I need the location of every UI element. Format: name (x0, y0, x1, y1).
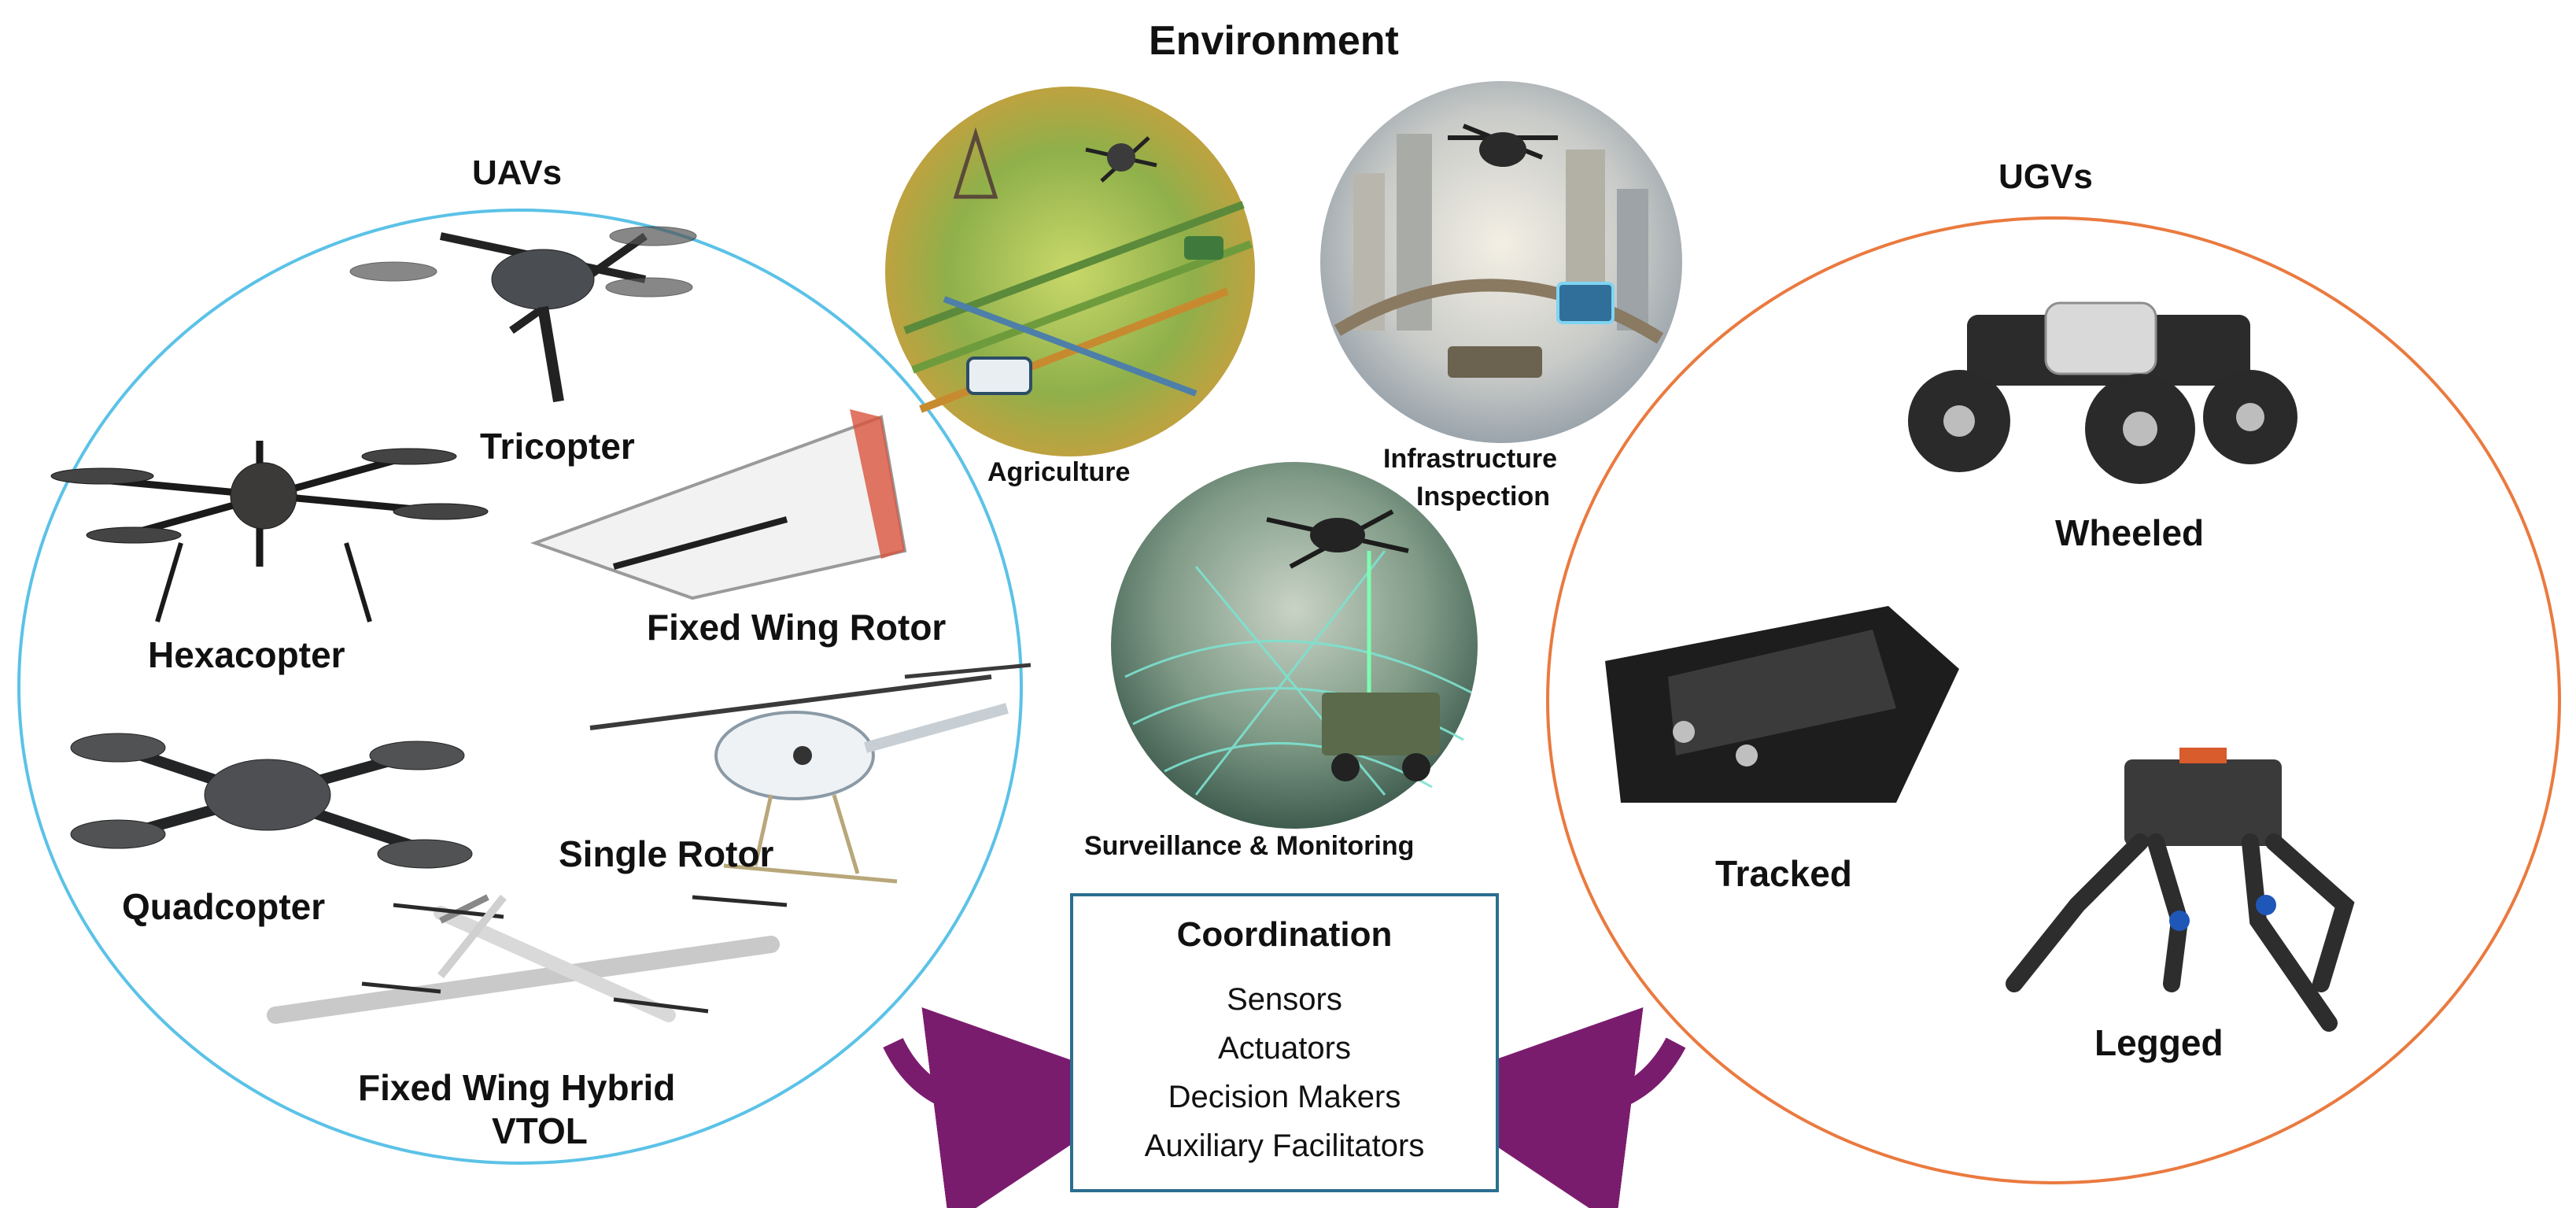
coordination-item: Auxiliary Facilitators (1144, 1129, 1425, 1163)
fixed-wing-rotor-drawing (530, 409, 907, 600)
legged-ugv-drawing (2006, 748, 2355, 1032)
wheeled-label: Wheeled (2055, 512, 2205, 553)
vtol-label: VTOL (492, 1110, 588, 1151)
coordination-item: Decision Makers (1168, 1080, 1401, 1114)
surveillance-label: Surveillance & Monitoring (1084, 831, 1415, 861)
fixed-wing-hybrid-vtol-drawing (267, 894, 788, 1024)
tricopter-label: Tricopter (480, 426, 635, 467)
hexacopter-label: Hexacopter (148, 634, 345, 675)
quadcopter-label: Quadcopter (122, 886, 326, 927)
uav-to-coordination-arrow (883, 1007, 1154, 1208)
ugv-group-title: UGVs (1998, 157, 2093, 196)
agriculture-image (885, 87, 1255, 456)
tracked-ugv-drawing (1605, 606, 1959, 803)
coordination-item: Actuators (1218, 1031, 1351, 1066)
coordination-title: Coordination (1176, 915, 1393, 954)
surveillance-monitoring-image (1111, 462, 1478, 829)
wheeled-ugv-drawing (1908, 301, 2297, 484)
infrastructure-label: Infrastructure (1383, 444, 1558, 474)
single-rotor-label: Single Rotor (559, 833, 774, 874)
fixed-wing-rotor-label: Fixed Wing Rotor (647, 607, 947, 648)
infrastructure-inspection-image (1320, 81, 1682, 443)
single-rotor-helicopter-drawing (589, 663, 1032, 884)
tracked-label: Tracked (1715, 853, 1852, 894)
tricopter-drone-drawing (349, 226, 697, 403)
environment-title: Environment (1149, 18, 1399, 64)
agriculture-label: Agriculture (987, 457, 1131, 487)
uav-group-circle (17, 209, 1023, 1165)
coordination-box: Coordination Sensors Actuators Decision … (1070, 893, 1499, 1192)
hexacopter-drone-drawing (50, 441, 489, 622)
uav-group-title: UAVs (472, 153, 563, 192)
inspection-label: Inspection (1416, 482, 1551, 512)
quadcopter-drone-drawing (70, 733, 473, 869)
coordination-list: Sensors Actuators Decision Makers Auxili… (1073, 975, 1496, 1170)
coordination-item: Sensors (1227, 982, 1342, 1017)
fixed-wing-hybrid-label: Fixed Wing Hybrid (358, 1067, 676, 1108)
legged-label: Legged (2094, 1022, 2224, 1063)
ugv-to-coordination-arrow (1411, 1007, 1686, 1208)
